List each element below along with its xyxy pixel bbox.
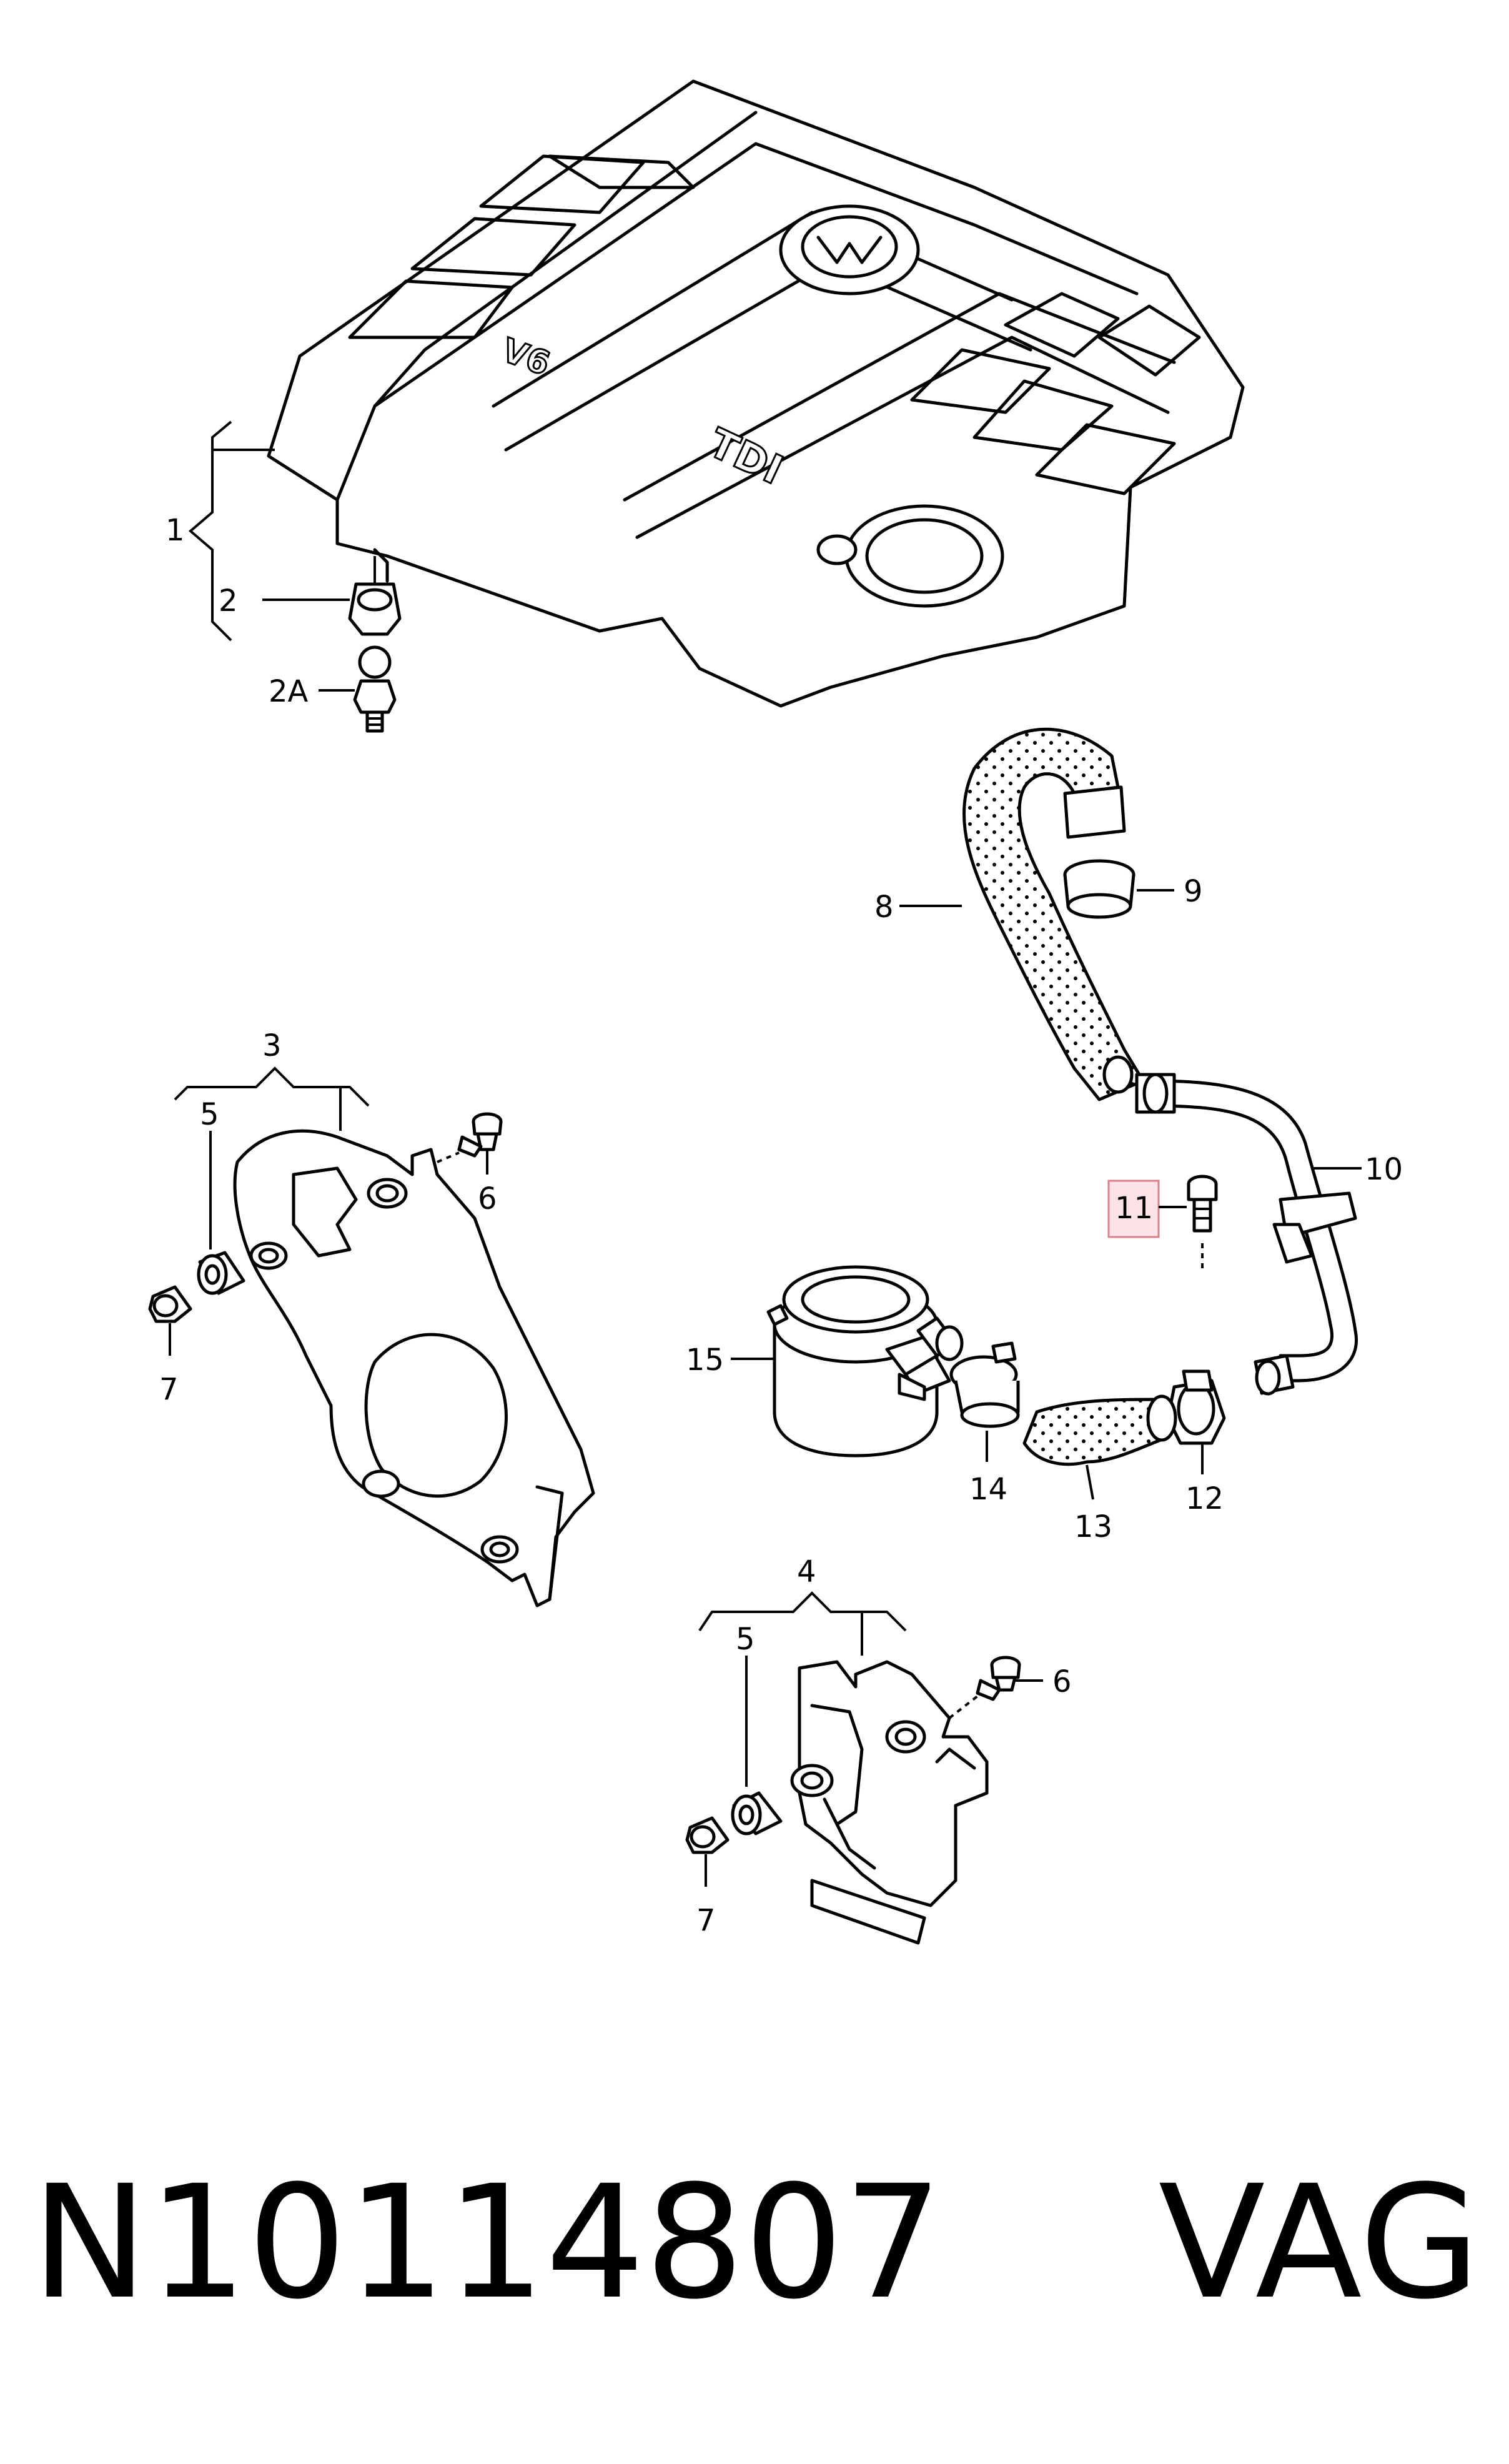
- callout-bracket-4: [698, 1591, 907, 1632]
- nut-upper: [148, 1285, 192, 1323]
- callout-2: 2: [219, 584, 238, 618]
- hose-clamp: [1063, 859, 1135, 919]
- callout-2a: 2A: [269, 674, 309, 709]
- hose-clamp-12: [1166, 1369, 1226, 1445]
- callout-6-lower: 6: [1052, 1664, 1072, 1699]
- callout-6-upper: 6: [478, 1181, 497, 1216]
- callout-13: 13: [1074, 1509, 1112, 1544]
- callout-5-upper: 5: [200, 1097, 219, 1132]
- callout-bracket-1: [188, 420, 232, 642]
- bolt: [1187, 1175, 1218, 1268]
- highlight-box-11: [1107, 1180, 1160, 1238]
- callout-1: 1: [166, 513, 185, 548]
- breather-hose: [962, 727, 1145, 1101]
- bushing-upper: [197, 1251, 245, 1295]
- mounting-bracket-3: [233, 1129, 595, 1607]
- engine-cover: V6 TDI: [267, 79, 1245, 708]
- bolt-upper: [437, 1112, 503, 1163]
- callout-11: 11: [1115, 1191, 1153, 1226]
- nut-lower: [685, 1816, 730, 1854]
- callout-7-lower: 7: [696, 1903, 716, 1938]
- callout-14: 14: [969, 1472, 1007, 1507]
- connecting-hose: [1022, 1394, 1177, 1466]
- callout-12: 12: [1185, 1481, 1224, 1516]
- brand-name: VAG: [1158, 2152, 1480, 2333]
- mounting-bracket-4: [790, 1660, 989, 1945]
- callout-8: 8: [874, 890, 894, 925]
- callout-5-lower: 5: [736, 1622, 755, 1657]
- part-number: N10114807: [31, 2152, 943, 2333]
- bushing-lower: [731, 1791, 783, 1836]
- callout-3: 3: [262, 1028, 282, 1063]
- bolt-lower: [948, 1656, 1021, 1719]
- callout-9: 9: [1184, 874, 1203, 909]
- air-mass-meter: [766, 1265, 964, 1458]
- callout-bracket-3: [174, 1066, 370, 1107]
- hose-clamp-14: [949, 1341, 1020, 1428]
- grommet: [348, 556, 402, 636]
- callout-4: 4: [797, 1554, 816, 1589]
- ball-stud: [353, 645, 397, 733]
- callout-10: 10: [1365, 1152, 1403, 1187]
- footer: N10114807 VAG: [31, 2149, 1480, 2337]
- callout-15: 15: [686, 1343, 724, 1378]
- callout-7-upper: 7: [159, 1372, 179, 1407]
- breather-pipe: [1135, 1073, 1358, 1396]
